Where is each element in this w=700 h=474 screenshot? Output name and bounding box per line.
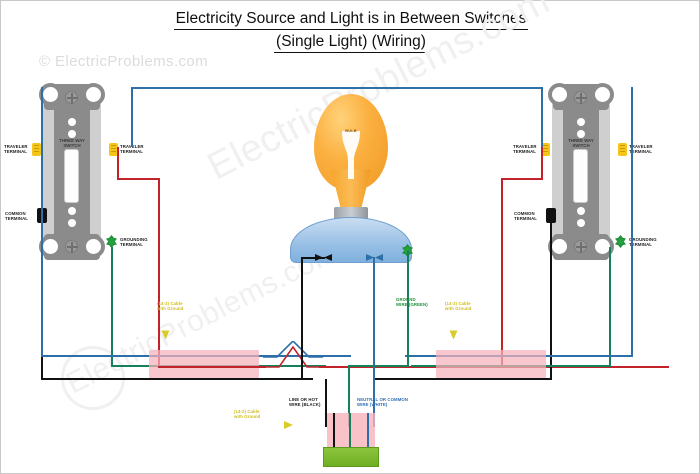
wire-black-source-riser	[325, 379, 327, 427]
power-source-block	[323, 447, 379, 467]
right-strap-hole-3	[577, 207, 585, 215]
left-switch-traveler-terminal-right[interactable]	[109, 143, 118, 156]
wire-green-source-tie	[348, 365, 409, 367]
right-cable-label: (14-3) Cable with Ground	[445, 301, 472, 312]
wire-red-left-vert	[158, 178, 160, 368]
right-switch-traveler-terminal-left[interactable]	[541, 143, 550, 156]
wire-blue-right-inner-vert	[541, 87, 543, 147]
wire-black-fixture-lead	[301, 257, 325, 259]
source-wire-blue	[367, 413, 369, 449]
bulb-marking-label: BULB	[345, 128, 357, 133]
right-strap-hole-1	[577, 118, 585, 126]
wire-black-bottom-right-horiz	[375, 378, 552, 380]
right-yoke-hole-tr	[591, 83, 614, 106]
copyright-watermark: © ElectricProblems.com	[39, 53, 209, 70]
wire-blue-fixture-drop	[373, 257, 375, 427]
wire-red-right-stub	[541, 147, 543, 179]
neutral-wire-label: NEUTRAL OR COMMON WIRE (WHITE)	[357, 397, 409, 408]
right-mount-screw-top	[574, 91, 587, 104]
left-strap-hole-1	[68, 118, 76, 126]
left-cable-arrow	[161, 330, 170, 340]
source-cable-label: (14-2) Cable with Ground	[234, 409, 261, 420]
right-mount-screw-bottom	[574, 240, 587, 253]
left-strap-hole-3	[68, 207, 76, 215]
wire-green-fixture-drop	[407, 251, 409, 367]
light-fixture-base	[290, 217, 412, 263]
wire-green-left-vert	[111, 247, 113, 366]
left-strap-hole-2	[68, 130, 76, 138]
fixture-neutral-connector-icon	[366, 254, 383, 261]
left-traveler-right-label: TRAVELER TERMINAL	[120, 144, 144, 155]
ground-wire-label: GROUND WIRE (GREEN)	[396, 297, 428, 308]
wire-blue-right-down	[631, 145, 633, 357]
wire-red-bottom-left-run	[158, 366, 266, 368]
right-switch-device-label: THREE WAY SWITCH	[568, 138, 594, 149]
left-switch-device-label: THREE WAY SWITCH	[59, 138, 85, 149]
wire-red-right-horiz	[501, 178, 543, 180]
right-switch-toggle[interactable]	[573, 149, 588, 203]
wire-red-left-horiz	[117, 178, 160, 180]
left-switch-toggle[interactable]	[64, 149, 79, 203]
source-wire-black	[333, 413, 335, 449]
right-strap-hole-4	[577, 219, 585, 227]
wire-red-left-stub	[117, 147, 119, 179]
right-yoke-hole-tl	[548, 83, 571, 106]
right-yoke-hole-br	[591, 235, 614, 258]
right-cable-sheath	[436, 350, 546, 378]
wire-blue-top-horizontal	[131, 87, 543, 89]
wire-black-right-cap	[548, 215, 552, 217]
left-cable-label: (14-3) Cable with Ground	[157, 301, 184, 312]
wire-blue-right-vert-top	[631, 87, 633, 147]
title-line-2: (Single Light) (Wiring)	[274, 32, 428, 53]
wire-green-source-riser	[348, 367, 350, 427]
right-switch-plate: THREE WAY SWITCH	[548, 83, 614, 260]
right-cable-arrow	[449, 330, 458, 340]
wire-green-right-vert	[609, 247, 611, 366]
wire-black-fixture-drop	[301, 257, 303, 379]
wire-black-right-vert	[550, 215, 552, 380]
left-switch-traveler-terminal-left[interactable]	[32, 143, 41, 156]
source-cable-arrow	[284, 421, 293, 429]
wire-blue-left-down	[41, 145, 43, 357]
left-grounding-label: GROUNDING TERMINAL	[120, 237, 148, 248]
left-mount-screw-top	[65, 91, 78, 104]
left-common-label: COMMON TERMINAL	[5, 211, 28, 222]
left-cable-sheath	[149, 350, 259, 378]
right-switch-grounding-terminal[interactable]	[615, 235, 626, 248]
page-title: Electricity Source and Light is in Betwe…	[1, 9, 700, 53]
wire-blue-left-inner-vert	[131, 87, 133, 147]
right-traveler-left-label: TRAVELER TERMINAL	[513, 144, 537, 155]
right-traveler-right-label: TRAVELER TERMINAL	[629, 144, 653, 155]
hot-wire-label: LINE OR HOT WIRE (BLACK)	[289, 397, 321, 408]
left-mount-screw-bottom	[65, 240, 78, 253]
wire-blue-left-vert-top	[41, 87, 43, 147]
bulb-filament-icon	[342, 131, 360, 179]
right-common-label: COMMON TERMINAL	[514, 211, 537, 222]
right-grounding-label: GROUNDING TERMINAL	[629, 237, 657, 248]
wire-black-bottom-left-horiz	[41, 378, 313, 380]
wire-crossover-peaks	[263, 341, 323, 368]
left-yoke-hole-tr	[82, 83, 105, 106]
left-yoke-hole-br	[82, 235, 105, 258]
source-wire-green	[349, 413, 351, 449]
right-strap-hole-2	[577, 130, 585, 138]
left-traveler-left-label: TRAVELER TERMINAL	[4, 144, 28, 155]
left-strap-hole-4	[68, 219, 76, 227]
wire-red-right-vert	[501, 178, 503, 368]
left-switch-plate: THREE WAY SWITCH	[39, 83, 105, 260]
right-switch-traveler-terminal-right[interactable]	[618, 143, 627, 156]
